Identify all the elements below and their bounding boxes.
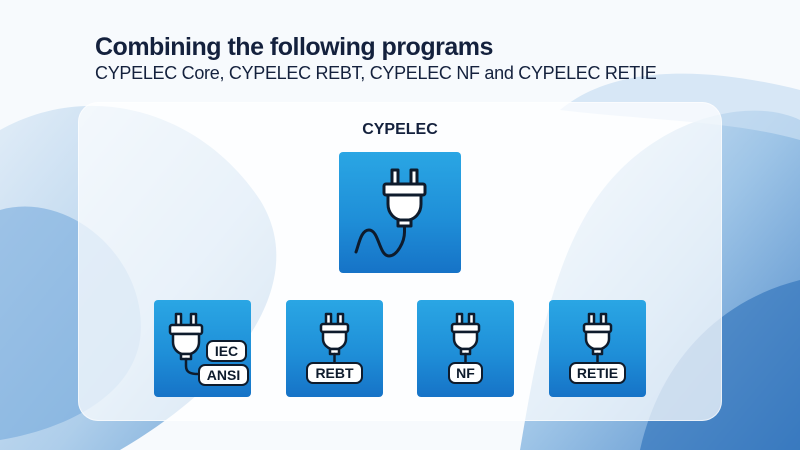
module-tile-rebt: REBT (286, 300, 383, 397)
plug-icon (168, 312, 204, 376)
page-title: Combining the following programs (95, 33, 493, 61)
module-tile-nf: NF (417, 300, 514, 397)
module-tag-rebt: REBT (306, 362, 363, 384)
main-program-tile (339, 152, 461, 273)
plug-icon (319, 312, 350, 364)
plug-with-cable-icon (354, 168, 427, 258)
module-tag-retie: RETIE (569, 362, 626, 384)
module-tile-retie: RETIE (549, 300, 646, 397)
module-tag-ansi: ANSI (198, 364, 249, 386)
module-tile-iec-ansi: IEC ANSI (154, 300, 251, 397)
plug-icon (450, 312, 481, 364)
module-tag-nf: NF (448, 362, 483, 384)
module-tag-iec: IEC (206, 340, 247, 362)
main-program-label: CYPELEC (362, 121, 438, 138)
plug-icon (582, 312, 613, 364)
page-subtitle: CYPELEC Core, CYPELEC REBT, CYPELEC NF a… (95, 63, 657, 83)
